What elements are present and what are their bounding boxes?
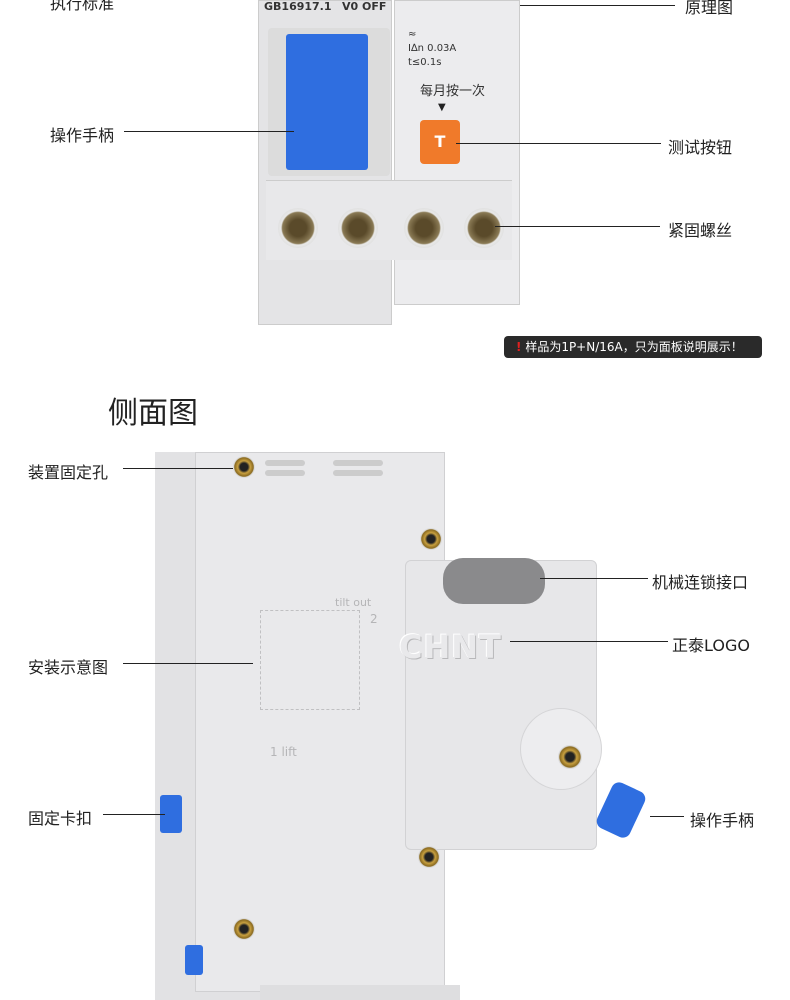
label-interlock: 机械连锁接口 bbox=[652, 573, 749, 592]
label-screws: 紧固螺丝 bbox=[668, 221, 733, 240]
tilt-number: 2 bbox=[370, 612, 378, 626]
standard-label: 执行标准 bbox=[50, 0, 115, 13]
screw-icon bbox=[464, 208, 504, 248]
sample-note: ! 样品为1P+N/16A，只为面板说明展示！ bbox=[504, 336, 762, 358]
screw-icon bbox=[338, 208, 378, 248]
label-test-button: 测试按钮 bbox=[668, 138, 733, 157]
label-handle: 操作手柄 bbox=[50, 126, 115, 145]
label-side-handle: 操作手柄 bbox=[690, 811, 755, 830]
screw-icon bbox=[558, 745, 582, 769]
interlock-slot[interactable] bbox=[443, 558, 545, 604]
install-diagram bbox=[260, 610, 360, 710]
label-install: 安装示意图 bbox=[28, 658, 109, 677]
screw-icon bbox=[233, 918, 255, 940]
monthly-test-text: 每月按一次 bbox=[420, 84, 486, 99]
handle-side[interactable] bbox=[594, 779, 648, 841]
screw-icon bbox=[233, 456, 255, 478]
warning-icon: ! bbox=[516, 340, 522, 354]
clip-top[interactable] bbox=[160, 795, 182, 833]
tilt-text: tilt out bbox=[335, 596, 372, 609]
side-view-title: 侧面图 bbox=[108, 396, 198, 431]
breaker-side: CHNT tilt out 2 1 lift bbox=[155, 440, 648, 1000]
label-diagram: 原理图 bbox=[685, 0, 734, 17]
standard-text: GB16917.1 bbox=[264, 0, 332, 13]
screw-icon bbox=[278, 208, 318, 248]
test-button[interactable]: T bbox=[420, 120, 460, 164]
sample-note-text: 样品为1P+N/16A，只为面板说明展示！ bbox=[525, 340, 743, 354]
handle-front[interactable] bbox=[268, 28, 390, 176]
label-logo: 正泰LOGO bbox=[672, 636, 750, 655]
label-mount-hole: 装置固定孔 bbox=[28, 463, 109, 482]
screw-icon bbox=[404, 208, 444, 248]
breaker-front: GB16917.1 V0 OFF ≈ I∆n 0.03A t≤0.1s 每月按一… bbox=[258, 0, 520, 325]
off-text: V0 OFF bbox=[342, 0, 387, 13]
screw-icon bbox=[420, 528, 442, 550]
clip-bottom[interactable] bbox=[185, 945, 203, 975]
screw-icon bbox=[418, 846, 440, 868]
lift-text: 1 lift bbox=[270, 745, 297, 759]
chnt-logo: CHNT bbox=[399, 628, 502, 666]
arrow-down-icon: ▼ bbox=[438, 102, 446, 113]
trip-time: t≤0.1s bbox=[408, 57, 442, 68]
rated-current: I∆n 0.03A bbox=[408, 43, 457, 54]
label-clip: 固定卡扣 bbox=[28, 809, 93, 828]
